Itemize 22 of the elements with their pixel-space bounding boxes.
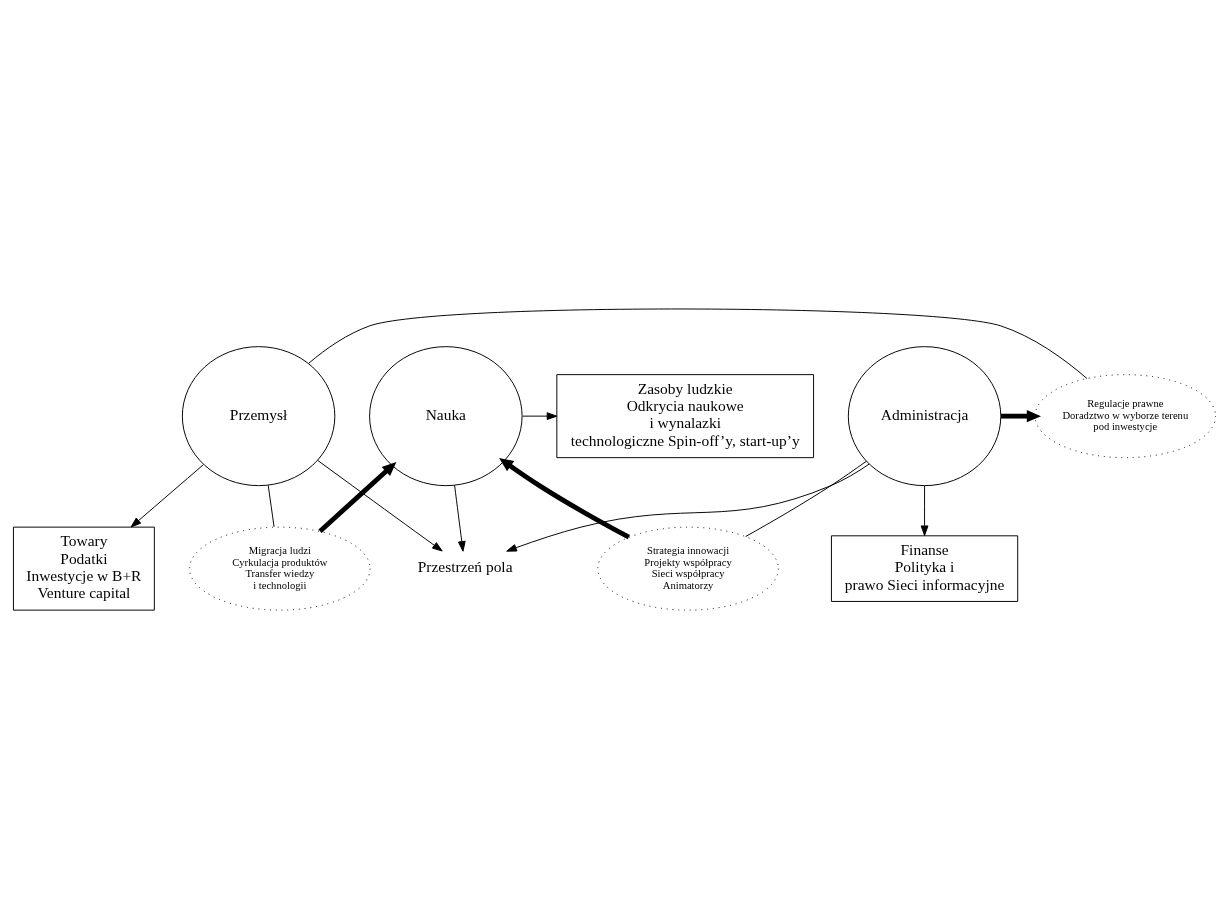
arrow	[920, 484, 929, 536]
arrow	[130, 463, 204, 527]
node-circle: Nauka	[369, 345, 523, 486]
arrow	[506, 463, 870, 552]
arrow	[317, 459, 443, 552]
node-ellipse: Regulacje prawne Doradztwo w wyborze terenu pod inwestycje	[1034, 373, 1217, 458]
connector	[267, 484, 275, 527]
node-circle: Przemysł	[181, 345, 336, 486]
arrow	[522, 411, 558, 420]
node-ellipse: Strategia innowacji Projekty współpracy Sieci współpracy Animatorzy	[597, 526, 779, 611]
node-ellipse: Migracja ludzi Cyrkulacja produktów Transfer wiedzy i technologii	[189, 526, 371, 611]
node-box: Zasoby ludzkie Odkrycia naukowe i wynalazki technologiczne Spin-off’y, start-up’y	[556, 373, 815, 458]
node-text: Przestrzeń pola	[417, 557, 513, 575]
node-box: Towary Podatki Inwestycje w B+R Venture capital	[12, 526, 155, 611]
connector	[308, 308, 1088, 379]
node-circle: Administracja	[847, 345, 1002, 486]
arrow	[318, 461, 397, 533]
arrow	[499, 457, 630, 539]
arrow	[454, 484, 466, 552]
connector	[745, 460, 867, 537]
node-box: Finanse Polityka i prawo Sieci informacyjne	[830, 534, 1019, 602]
arrow	[1001, 409, 1042, 422]
